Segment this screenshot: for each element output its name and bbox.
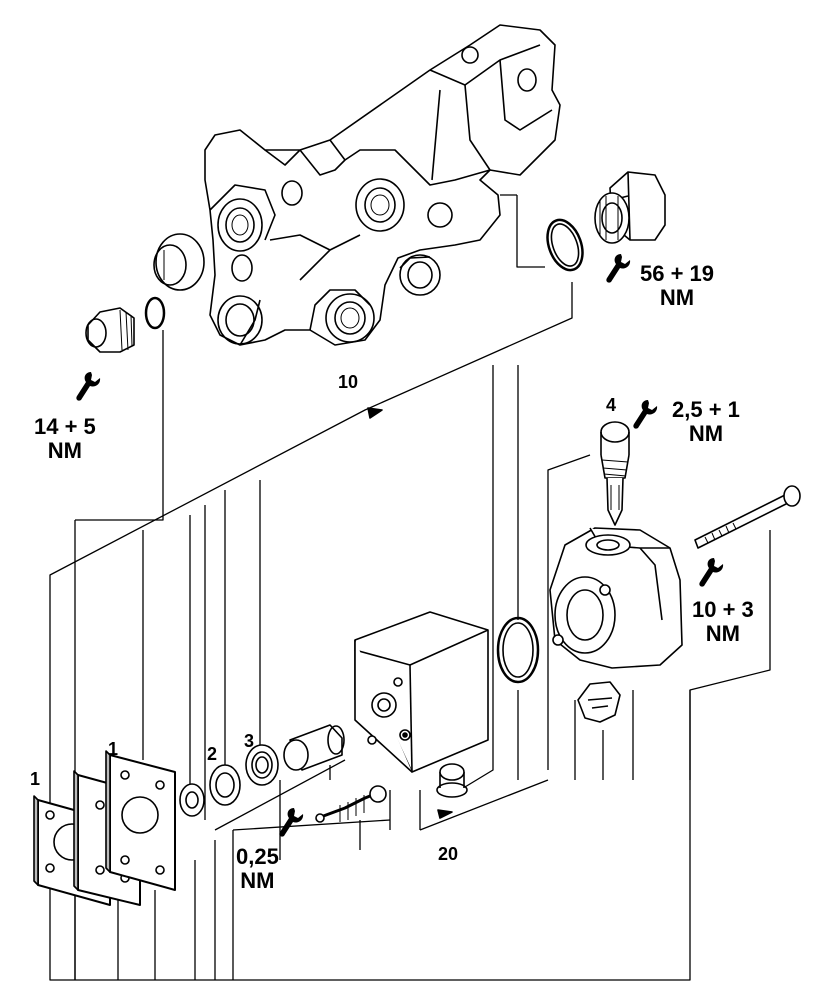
- torque-2-5-1: 2,5 + 1 NM: [672, 397, 740, 447]
- torque-0-25-unit: NM: [240, 868, 275, 894]
- torque-56-19-value: 56 + 19: [640, 261, 715, 286]
- arrow-10: [367, 407, 383, 419]
- wrench-icon: [76, 372, 101, 401]
- callout-1-back: 1: [108, 739, 119, 759]
- needle-valve: [600, 421, 630, 526]
- wrench-icon: [633, 400, 658, 429]
- inner-bushing: [399, 254, 441, 296]
- long-bolt: [694, 485, 801, 549]
- small-fitting: [577, 681, 621, 723]
- wrench-icon: [699, 558, 724, 587]
- torque-2-5-1-value: 2,5 + 1: [672, 397, 740, 422]
- gasket-back: [105, 750, 176, 891]
- callout-2: 2: [207, 744, 218, 764]
- torque-56-19: 56 + 19 NM: [640, 261, 715, 311]
- torque-56-19-unit: NM: [659, 285, 695, 311]
- leader-lines: [49, 194, 771, 981]
- torque-2-5-1-unit: NM: [688, 421, 724, 447]
- small-seal-ring: [144, 296, 166, 330]
- torque-0-25: 0,25 NM: [236, 844, 279, 894]
- side-housing: [549, 527, 683, 669]
- flange-bushing: [153, 233, 205, 291]
- washer-flat: [179, 783, 205, 817]
- piston: [283, 724, 345, 771]
- callout-1-left: 1: [30, 769, 41, 789]
- callout-10: 10: [338, 372, 359, 392]
- small-plug: [85, 307, 135, 353]
- port-bores: [217, 46, 537, 345]
- callout-20: 20: [438, 844, 459, 864]
- seal-3: [245, 744, 279, 786]
- valve-body-housing: [204, 24, 561, 346]
- wrench-icon: [279, 808, 304, 837]
- torque-14-5-value: 14 + 5: [34, 414, 96, 439]
- valve-insert: [315, 785, 387, 823]
- torque-10-3-unit: NM: [705, 621, 740, 647]
- torque-10-3-value: 10 + 3: [692, 597, 754, 622]
- torque-0-25-value: 0,25: [236, 844, 279, 869]
- arrow-20: [437, 809, 453, 819]
- hex-plug: [594, 171, 666, 244]
- cap-plug: [436, 763, 468, 798]
- o-ring-block: [496, 616, 540, 684]
- wrench-icon: [606, 254, 631, 283]
- torque-14-5-unit: NM: [47, 438, 82, 464]
- valve-block: [354, 611, 489, 773]
- torque-10-3: 10 + 3 NM: [692, 597, 754, 647]
- callout-3: 3: [244, 731, 255, 751]
- callout-4: 4: [606, 395, 617, 415]
- o-ring-plug: [546, 218, 584, 272]
- torque-14-5: 14 + 5 NM: [34, 414, 96, 464]
- washer-2: [209, 764, 241, 806]
